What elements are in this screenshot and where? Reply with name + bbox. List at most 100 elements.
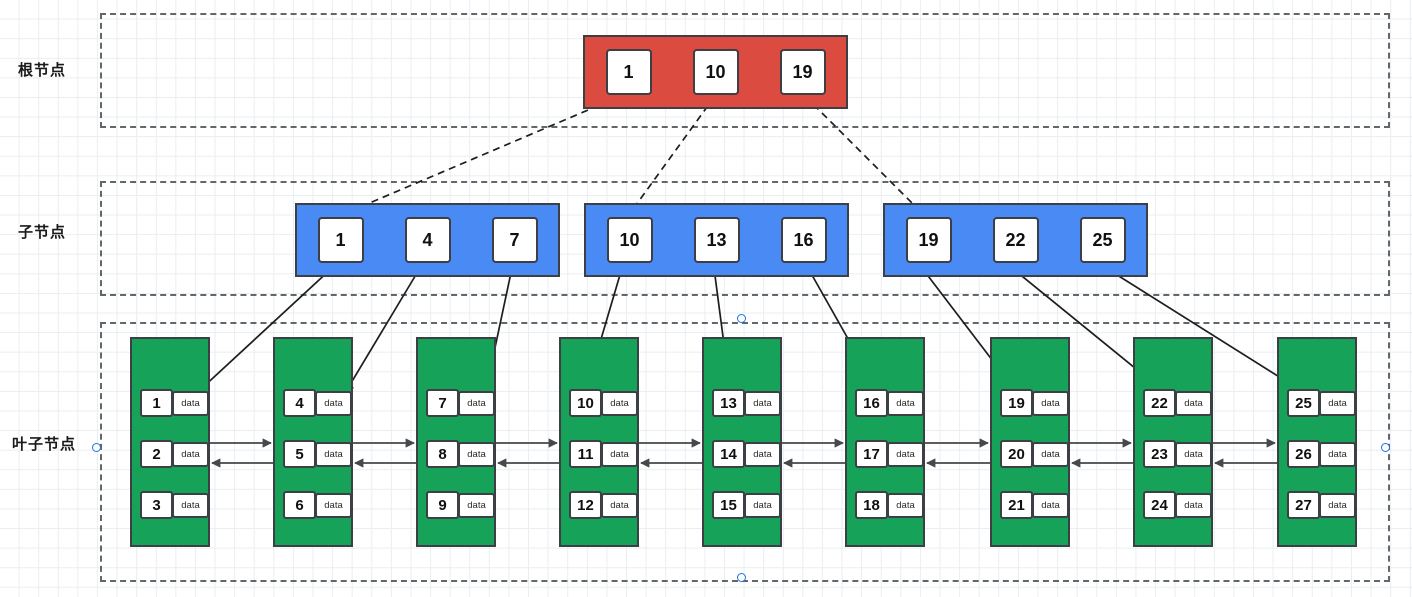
- leaf-key-7[interactable]: 7: [426, 389, 459, 417]
- leaf-key-17[interactable]: 17: [855, 440, 888, 468]
- leaf-key-11[interactable]: 11: [569, 440, 602, 468]
- leaf-data-9[interactable]: data: [458, 492, 495, 518]
- leaf-key-21[interactable]: 21: [1000, 491, 1033, 519]
- leaf-key-4[interactable]: 4: [283, 389, 316, 417]
- leaf-key-23[interactable]: 23: [1143, 440, 1176, 468]
- leaf-data-4[interactable]: data: [315, 390, 352, 416]
- leaf-key-19[interactable]: 19: [1000, 389, 1033, 417]
- leaf-key-27[interactable]: 27: [1287, 491, 1320, 519]
- leaf-data-22[interactable]: data: [1175, 390, 1212, 416]
- level-container-leaf[interactable]: [100, 322, 1390, 582]
- leaf-container-bottom-handle[interactable]: [737, 573, 746, 582]
- leaf-data-8[interactable]: data: [458, 441, 495, 467]
- child-node-2-key-13[interactable]: 13: [693, 217, 740, 263]
- leaf-key-18[interactable]: 18: [855, 491, 888, 519]
- child-node-1-key-1[interactable]: 1: [317, 217, 364, 263]
- leaf-key-10[interactable]: 10: [569, 389, 602, 417]
- leaf-key-8[interactable]: 8: [426, 440, 459, 468]
- level-container-child[interactable]: [100, 181, 1390, 296]
- leaf-data-13[interactable]: data: [744, 390, 781, 416]
- leaf-data-21[interactable]: data: [1032, 492, 1069, 518]
- leaf-key-14[interactable]: 14: [712, 440, 745, 468]
- leaf-data-24[interactable]: data: [1175, 492, 1212, 518]
- root-node-key-19[interactable]: 19: [779, 49, 826, 95]
- leaf-data-27[interactable]: data: [1319, 492, 1356, 518]
- leaf-key-15[interactable]: 15: [712, 491, 745, 519]
- leaf-container-right-handle[interactable]: [1381, 443, 1390, 452]
- root-node-key-1[interactable]: 1: [605, 49, 652, 95]
- leaf-key-26[interactable]: 26: [1287, 440, 1320, 468]
- leaf-data-17[interactable]: data: [887, 441, 924, 467]
- leaf-data-14[interactable]: data: [744, 441, 781, 467]
- leaf-data-6[interactable]: data: [315, 492, 352, 518]
- leaf-container-top-handle[interactable]: [737, 314, 746, 323]
- leaf-key-6[interactable]: 6: [283, 491, 316, 519]
- leaf-key-25[interactable]: 25: [1287, 389, 1320, 417]
- leaf-data-11[interactable]: data: [601, 441, 638, 467]
- leaf-key-2[interactable]: 2: [140, 440, 173, 468]
- leaf-key-1[interactable]: 1: [140, 389, 173, 417]
- leaf-data-7[interactable]: data: [458, 390, 495, 416]
- leaf-key-12[interactable]: 12: [569, 491, 602, 519]
- leaf-data-5[interactable]: data: [315, 441, 352, 467]
- leaf-data-2[interactable]: data: [172, 441, 209, 467]
- leaf-key-9[interactable]: 9: [426, 491, 459, 519]
- leaf-key-5[interactable]: 5: [283, 440, 316, 468]
- child-node-2-key-10[interactable]: 10: [606, 217, 653, 263]
- level-container-root[interactable]: [100, 13, 1390, 128]
- leaf-key-22[interactable]: 22: [1143, 389, 1176, 417]
- child-node-2-key-16[interactable]: 16: [780, 217, 827, 263]
- leaf-data-1[interactable]: data: [172, 390, 209, 416]
- leaf-key-16[interactable]: 16: [855, 389, 888, 417]
- child-node-1-key-7[interactable]: 7: [491, 217, 538, 263]
- leaf-key-13[interactable]: 13: [712, 389, 745, 417]
- leaf-data-10[interactable]: data: [601, 390, 638, 416]
- leaf-data-12[interactable]: data: [601, 492, 638, 518]
- leaf-data-18[interactable]: data: [887, 492, 924, 518]
- leaf-data-23[interactable]: data: [1175, 441, 1212, 467]
- child-node-3-key-22[interactable]: 22: [992, 217, 1039, 263]
- leaf-data-26[interactable]: data: [1319, 441, 1356, 467]
- leaf-key-24[interactable]: 24: [1143, 491, 1176, 519]
- child-node-1-key-4[interactable]: 4: [404, 217, 451, 263]
- leaf-key-3[interactable]: 3: [140, 491, 173, 519]
- child-node-3-key-19[interactable]: 19: [905, 217, 952, 263]
- leaf-container-left-handle[interactable]: [92, 443, 101, 452]
- leaf-data-15[interactable]: data: [744, 492, 781, 518]
- leaf-data-16[interactable]: data: [887, 390, 924, 416]
- leaf-data-25[interactable]: data: [1319, 390, 1356, 416]
